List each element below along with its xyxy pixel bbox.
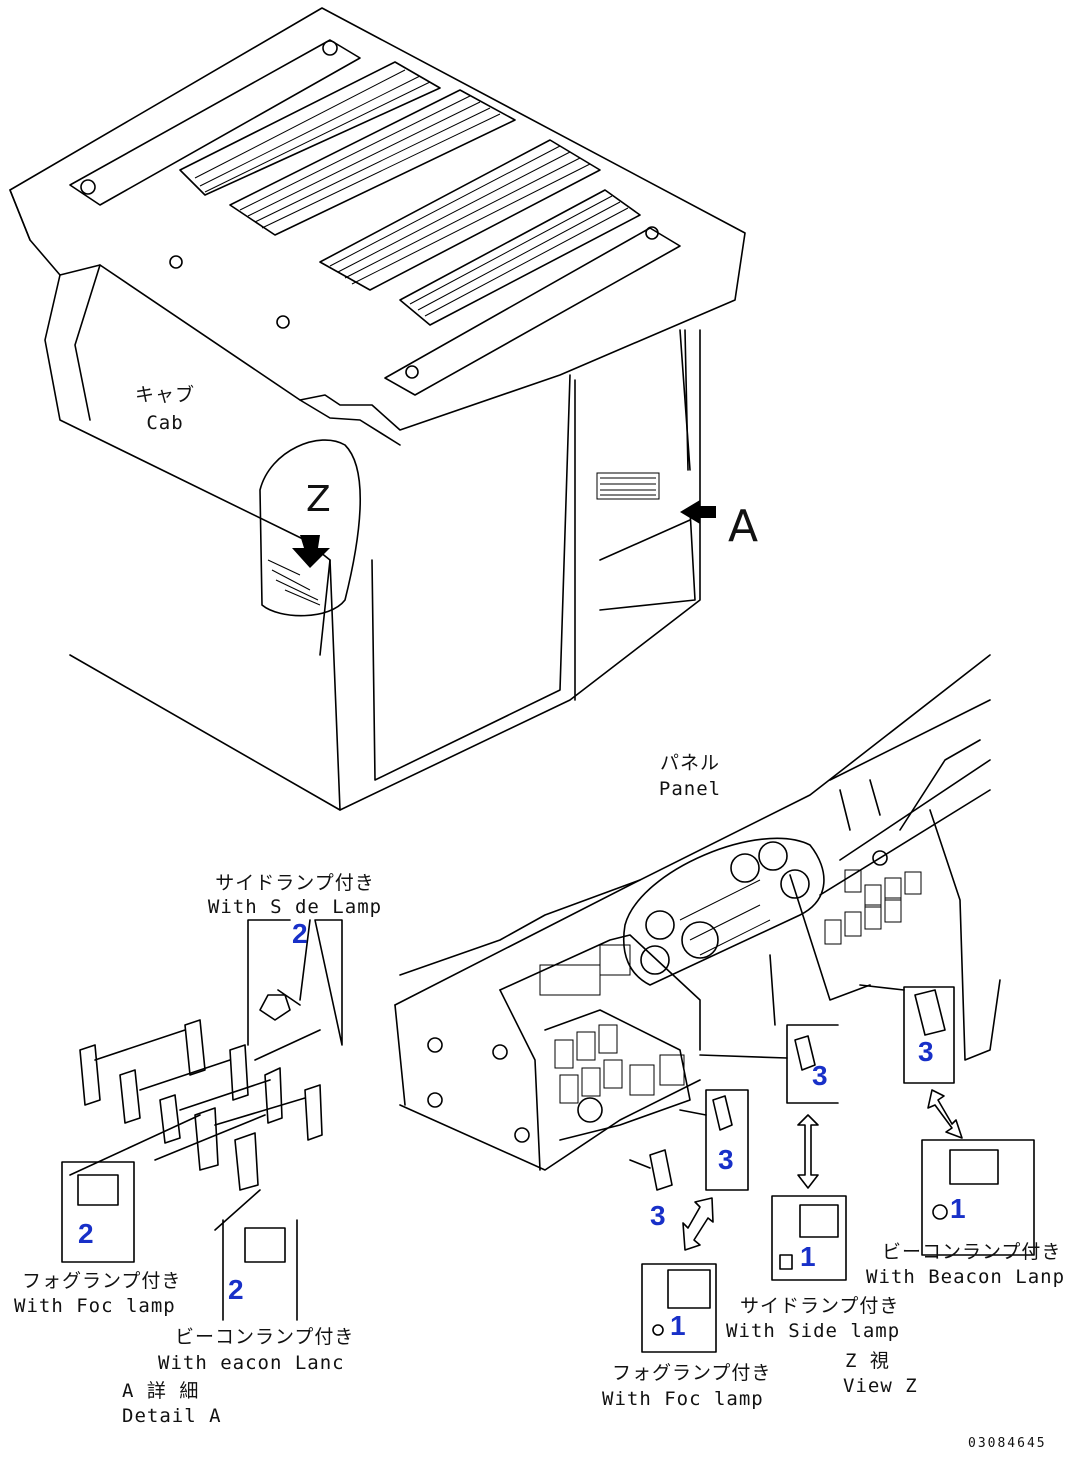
callout-frames (61, 919, 1035, 1353)
arrow-a-label: A (728, 501, 759, 552)
cab-label-en: Cab (146, 412, 184, 434)
detail-a-en: Detail A (122, 1405, 222, 1427)
side-lamp-top-en: With S de Lamp (207, 896, 383, 918)
view-z-jp: Z 視 (845, 1350, 890, 1372)
beacon-left-en: With eacon Lanc (158, 1352, 345, 1374)
callout-fog-lamp-detail: 2 (78, 1218, 94, 1249)
fog-lamp-right-en: With Foc lamp (602, 1388, 764, 1410)
cab-illustration (9, 7, 746, 811)
callout-beacon-detail: 2 (228, 1274, 244, 1305)
callout-panel-center: 3 (812, 1060, 828, 1091)
detail-a-illustration (69, 989, 323, 1231)
fog-lamp-left-en: With Foc lamp (14, 1295, 176, 1317)
arrow-z-label: Z (306, 479, 331, 520)
beacon-right-jp: ビーコンランプ付き (882, 1241, 1062, 1263)
view-z-en: View Z (843, 1375, 918, 1397)
callout-panel-left: 3 (650, 1200, 666, 1231)
panel-label-jp: パネル (659, 752, 720, 774)
side-lamp-right-en: With Side lamp (726, 1320, 901, 1342)
side-lamp-top-jp: サイドランプ付き (215, 872, 375, 894)
callout-side-lamp-detail: 2 (292, 918, 308, 949)
panel-illustration (394, 654, 1001, 1171)
callout-beacon-switch: 1 (950, 1193, 966, 1224)
panel-label-en: Panel (658, 778, 722, 800)
callout-panel-right: 3 (918, 1036, 934, 1067)
callout-side-switch: 1 (800, 1241, 816, 1272)
detail-a-jp: A 詳 細 (122, 1380, 200, 1402)
fog-lamp-right-jp: フォグランプ付き (612, 1362, 772, 1384)
side-lamp-right-jp: サイドランプ付き (740, 1295, 900, 1317)
beacon-right-en: With Beacon Lanp (866, 1266, 1066, 1288)
callout-panel-mid: 3 (718, 1144, 734, 1175)
fog-lamp-left-jp: フォグランプ付き (22, 1270, 182, 1292)
drawing-id: 03084645 (968, 1436, 1047, 1451)
cab-label-jp: キャブ (135, 384, 196, 406)
callout-fog-switch: 1 (670, 1310, 686, 1341)
beacon-left-jp: ビーコンランプ付き (175, 1326, 355, 1348)
